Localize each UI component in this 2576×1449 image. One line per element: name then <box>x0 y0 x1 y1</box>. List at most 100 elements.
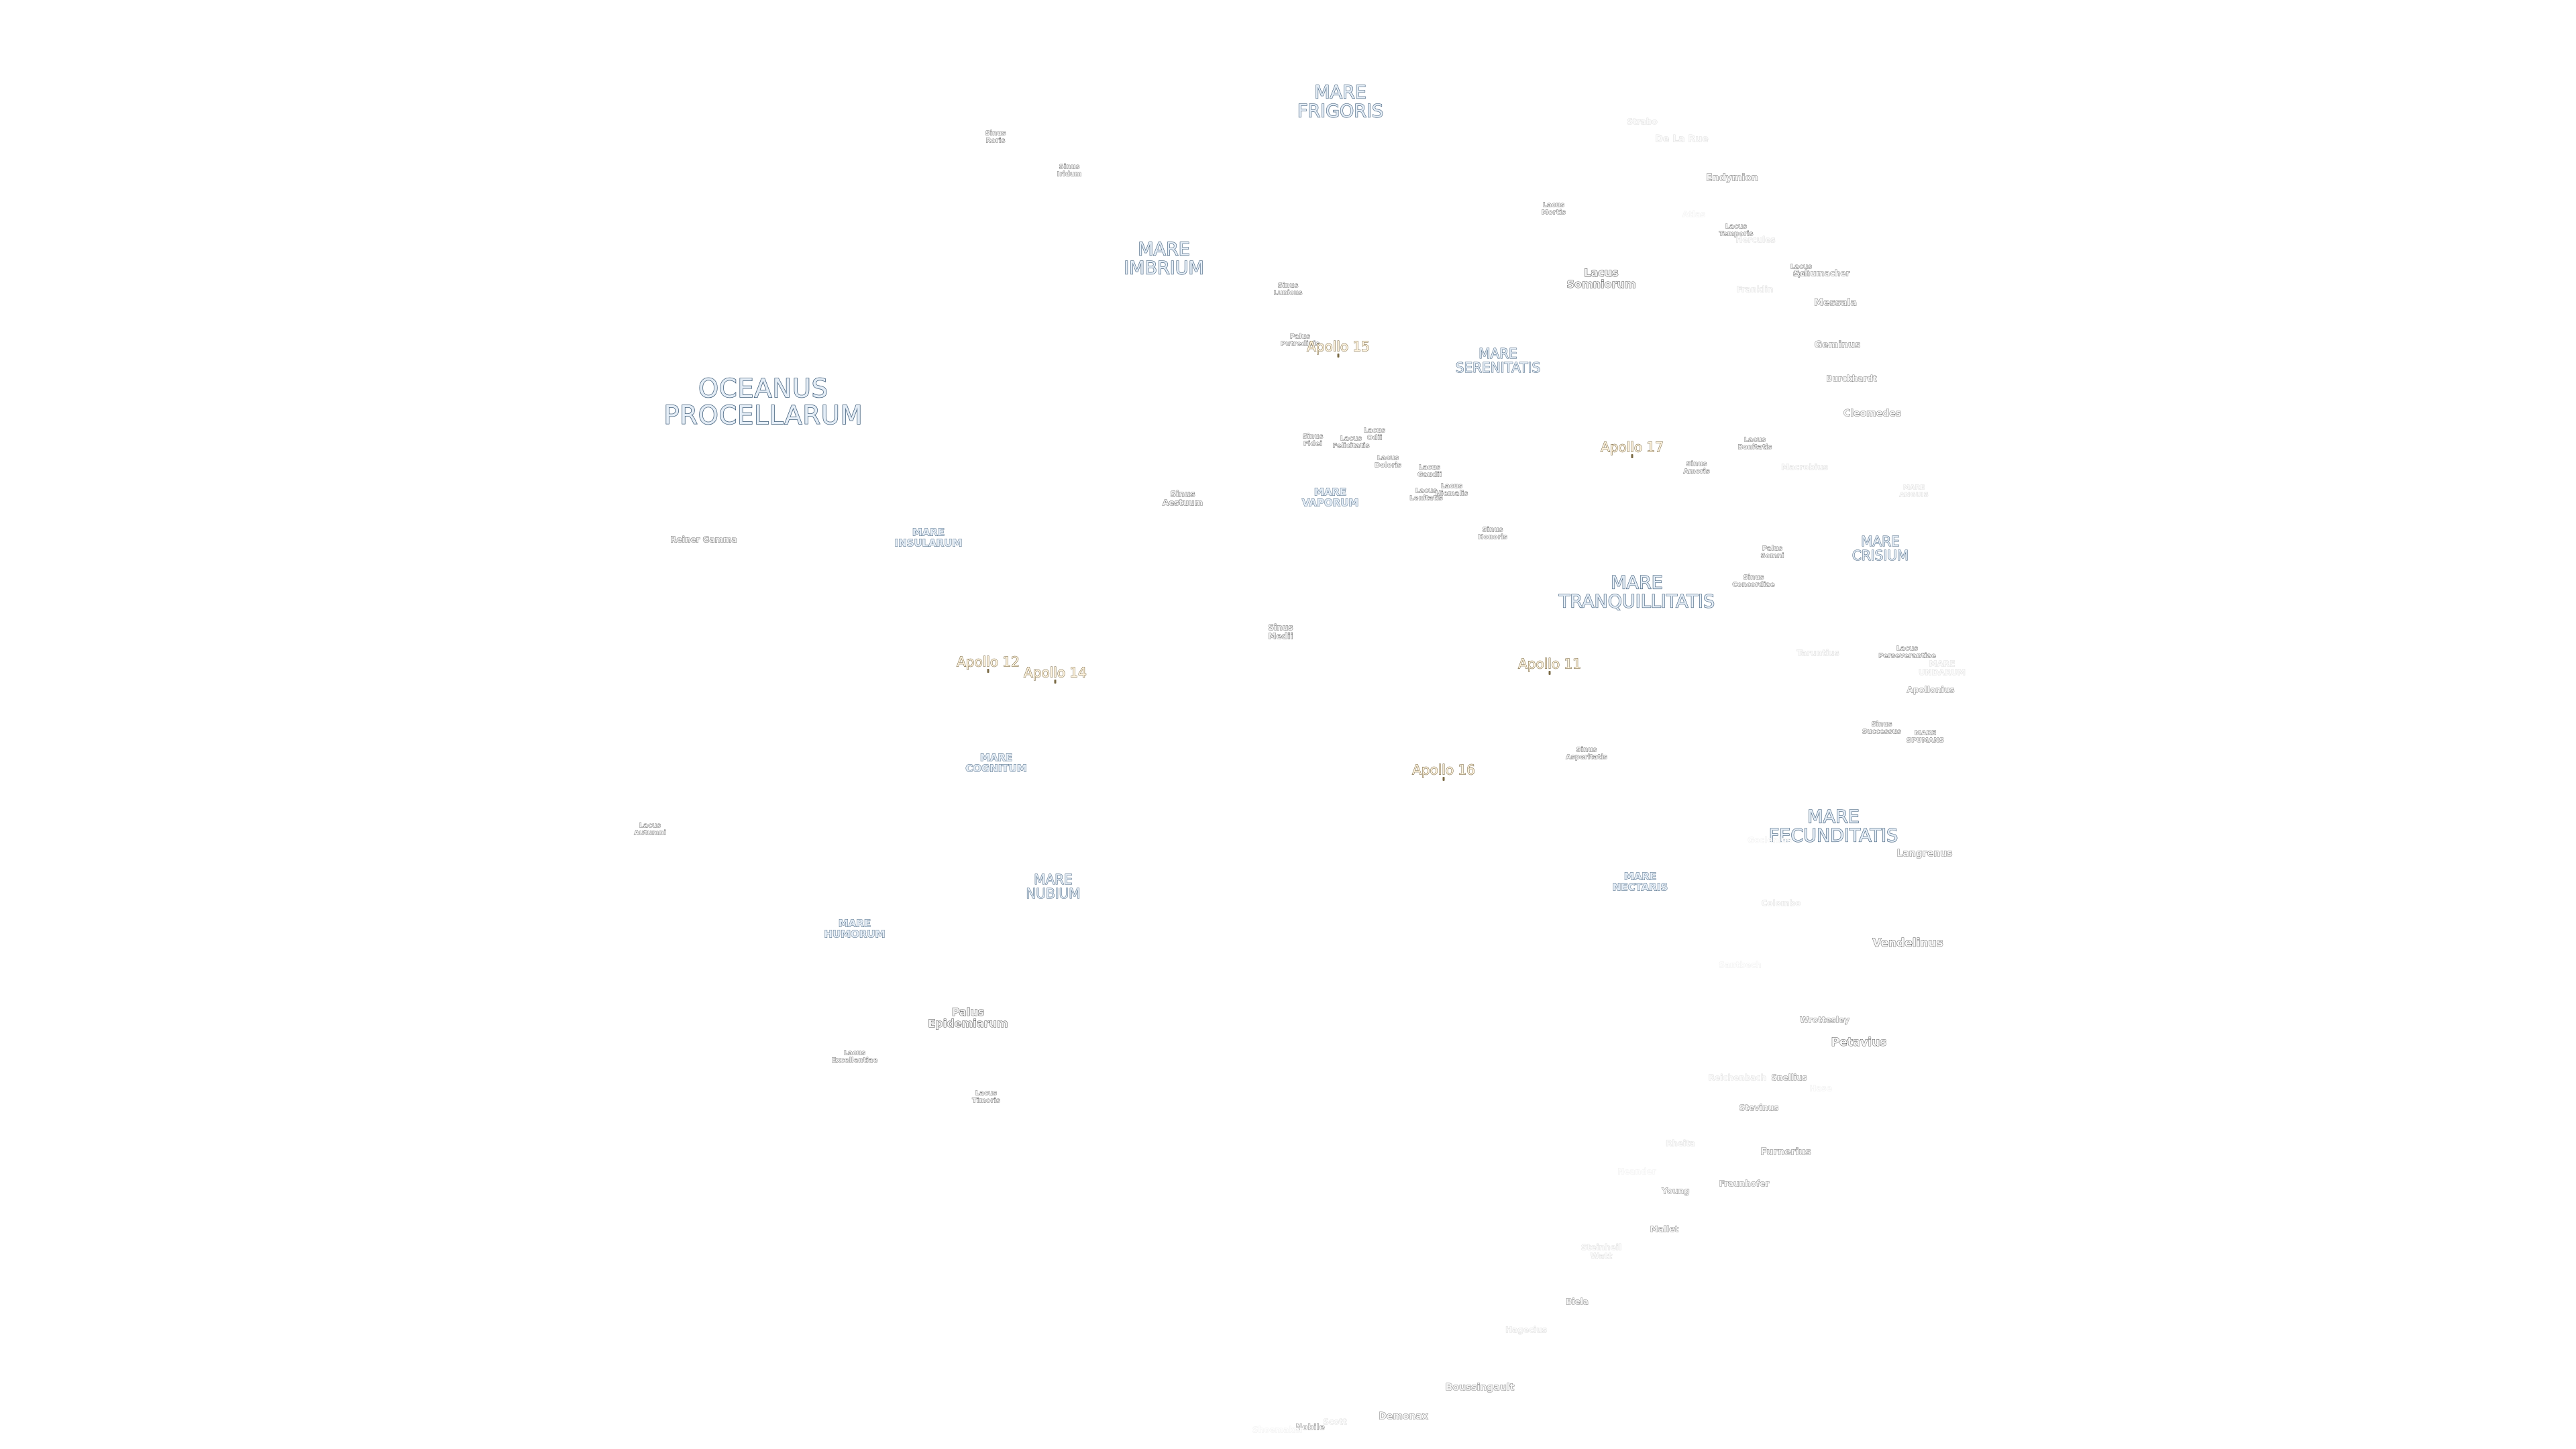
map-label[interactable]: De La Rue <box>1655 134 1709 145</box>
map-label[interactable]: Neander <box>1617 1167 1656 1177</box>
map-label[interactable]: Taruntius <box>1796 649 1839 658</box>
map-label[interactable]: Colombo <box>1761 899 1801 908</box>
map-label[interactable]: Hercules <box>1735 235 1776 245</box>
map-label-text: MARE <box>1914 729 1937 737</box>
apollo-landing-label[interactable]: Apollo 12 <box>957 653 1020 670</box>
map-label[interactable]: Fraunhofer <box>1719 1179 1769 1189</box>
map-label[interactable]: Langrenus <box>1896 849 1953 859</box>
apollo-landing-label[interactable]: Apollo 16 <box>1412 761 1476 778</box>
map-label[interactable]: Endymion <box>1706 173 1758 184</box>
map-label[interactable]: Mallet <box>1650 1225 1679 1234</box>
map-label-text: Reiner Gamma <box>670 535 737 545</box>
map-label[interactable]: Reichenbach <box>1709 1073 1767 1083</box>
map-label-text: Autumni <box>634 829 666 837</box>
map-label[interactable]: Boussingault <box>1445 1383 1514 1393</box>
map-label[interactable]: Rheita <box>1666 1139 1695 1148</box>
map-label[interactable]: Burckhardt <box>1826 374 1877 384</box>
map-label[interactable]: Hagecius <box>1505 1326 1547 1335</box>
map-label[interactable]: Young <box>1662 1187 1690 1196</box>
map-label[interactable]: Macrobius <box>1781 463 1828 472</box>
map-label[interactable]: Stevinus <box>1739 1104 1778 1113</box>
map-label-text: Shoemaker <box>1252 1425 1303 1435</box>
map-label[interactable]: Santbech <box>1719 961 1762 970</box>
map-label[interactable]: Cleomedes <box>1843 409 1902 419</box>
apollo-landing-label[interactable]: Apollo 14 <box>1024 664 1087 681</box>
map-label[interactable]: Goclenius <box>1748 836 1792 845</box>
map-label[interactable]: Atlas <box>1682 210 1706 219</box>
map-label[interactable]: Schumacher <box>1794 269 1850 278</box>
apollo-landing-label[interactable]: Apollo 15 <box>1307 338 1371 355</box>
map-label[interactable]: Hase <box>1809 1084 1832 1093</box>
map-label[interactable]: Strabo <box>1627 117 1658 127</box>
map-label[interactable]: Apollonius <box>1907 686 1955 695</box>
map-label[interactable]: Snellius <box>1771 1073 1807 1083</box>
map-label-text: FECUNDITATIS <box>1768 826 1898 847</box>
map-label[interactable]: Demonax <box>1379 1411 1429 1422</box>
map-label[interactable]: Vendelinus <box>1872 937 1943 950</box>
map-label[interactable]: Franklin <box>1736 285 1773 294</box>
map-label[interactable]: Biela <box>1566 1297 1589 1307</box>
apollo-landing-label[interactable]: Apollo 17 <box>1601 439 1664 455</box>
apollo-site-marker <box>1337 354 1340 358</box>
map-label[interactable]: Furnerius <box>1760 1147 1811 1158</box>
map-label[interactable]: Messala <box>1814 298 1858 309</box>
map-label[interactable]: Nobile <box>1295 1423 1325 1432</box>
apollo-landing-label[interactable]: Apollo 11 <box>1518 655 1582 672</box>
map-label[interactable]: Shoemaker <box>1252 1426 1303 1435</box>
map-label-text: MARE <box>1929 659 1955 669</box>
map-label[interactable]: Petavius <box>1831 1036 1887 1049</box>
map-label[interactable]: Reiner Gamma <box>670 535 737 545</box>
map-label-text: UNDARUM <box>1919 667 1966 677</box>
map-label[interactable]: Geminus <box>1814 340 1860 351</box>
map-label[interactable]: Wrottesley <box>1800 1016 1850 1025</box>
map-label[interactable]: Scott <box>1323 1417 1347 1427</box>
